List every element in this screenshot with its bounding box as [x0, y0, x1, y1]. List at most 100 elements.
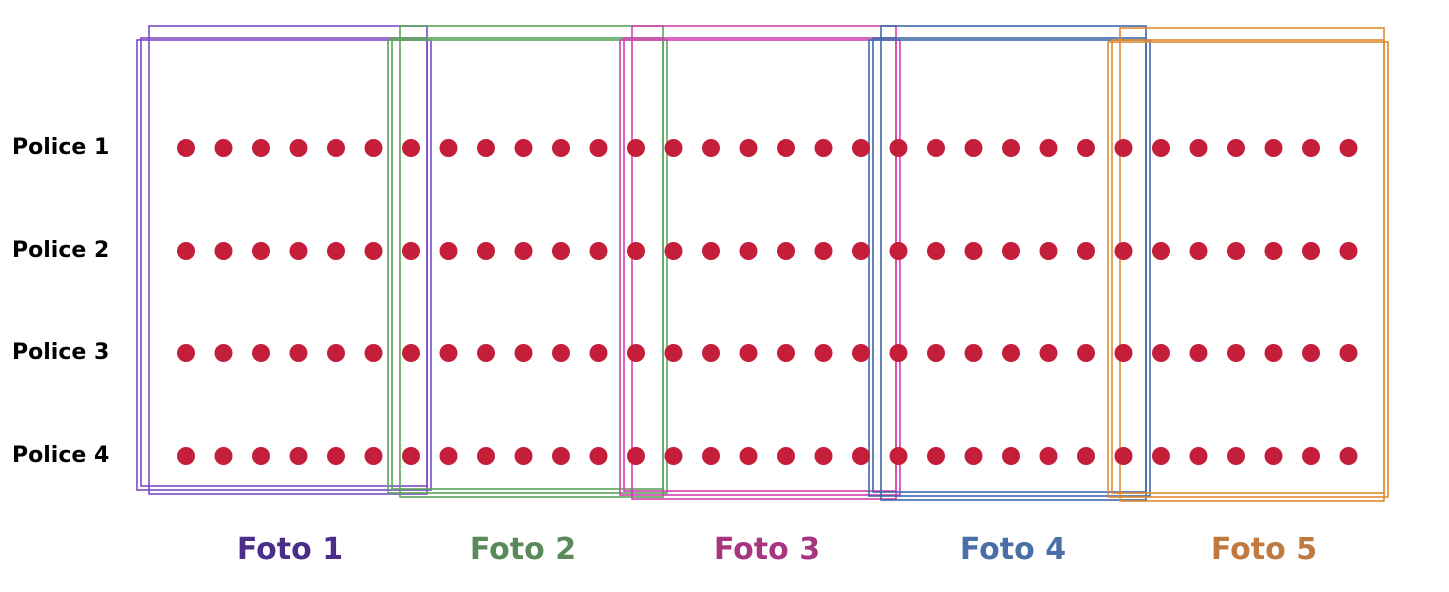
- dot-row3-19: [852, 344, 870, 362]
- dot-row1-12: [589, 139, 608, 157]
- dot-row4-3: [252, 447, 270, 465]
- dot-row4-11: [552, 447, 570, 465]
- dot-row2-11: [552, 242, 570, 260]
- dot-row2-10: [514, 242, 533, 260]
- foto-label-1: Foto 1: [236, 532, 344, 567]
- dot-row4-4: [289, 447, 308, 465]
- dot-row2-30: [1264, 242, 1283, 260]
- dot-row2-24: [1039, 242, 1058, 260]
- photo-frame-1: [136, 25, 432, 495]
- dot-row3-2: [214, 344, 233, 362]
- photo-frame-2-outline-a: [391, 37, 664, 490]
- dot-row1-28: [1189, 139, 1208, 157]
- dot-row3-27: [1152, 344, 1170, 362]
- photo-frame-4-outline-a: [872, 37, 1147, 493]
- photo-frame-3: [619, 25, 901, 500]
- dot-row2-6: [364, 242, 383, 260]
- row-label-police-3: Police 3: [12, 340, 110, 365]
- dot-row4-8: [439, 447, 458, 465]
- foto-label-5: Foto 5: [1210, 532, 1318, 567]
- dot-row2-25: [1077, 242, 1095, 260]
- dot-row3-24: [1039, 344, 1058, 362]
- row-label-police-1: Police 1: [12, 135, 110, 160]
- foto-label-4: Foto 4: [959, 532, 1067, 567]
- dot-row1-16: [739, 139, 758, 157]
- dot-row3-7: [402, 344, 420, 362]
- dot-row4-24: [1039, 447, 1058, 465]
- dot-grid: [177, 139, 1358, 465]
- dot-row2-17: [777, 242, 795, 260]
- dot-row2-13: [627, 242, 645, 260]
- dot-row4-22: [964, 447, 983, 465]
- dot-row2-22: [964, 242, 983, 260]
- dot-row3-9: [477, 344, 495, 362]
- dot-row1-26: [1114, 139, 1133, 157]
- dot-row1-5: [327, 139, 345, 157]
- photo-frames: [136, 25, 1389, 502]
- dot-row3-18: [814, 344, 833, 362]
- dot-row3-29: [1227, 344, 1245, 362]
- dot-row1-21: [927, 139, 945, 157]
- dot-row3-31: [1302, 344, 1320, 362]
- dot-row4-31: [1302, 447, 1320, 465]
- dot-row3-17: [777, 344, 795, 362]
- dot-row1-30: [1264, 139, 1283, 157]
- dot-row2-9: [477, 242, 495, 260]
- photo-frame-4: [868, 25, 1151, 501]
- dot-row3-21: [927, 344, 945, 362]
- dot-row1-6: [364, 139, 383, 157]
- dot-row2-20: [889, 242, 908, 260]
- dot-row1-3: [252, 139, 270, 157]
- photo-frame-5-outline-a: [1111, 39, 1385, 494]
- photo-frame-1-outline-a: [140, 37, 428, 487]
- dot-row1-8: [439, 139, 458, 157]
- dot-row3-4: [289, 344, 308, 362]
- dot-row2-21: [927, 242, 945, 260]
- dot-row4-13: [627, 447, 645, 465]
- dot-row2-7: [402, 242, 420, 260]
- dot-row4-15: [702, 447, 720, 465]
- dot-row4-26: [1114, 447, 1133, 465]
- dot-row4-19: [852, 447, 870, 465]
- dot-row1-10: [514, 139, 533, 157]
- dot-row4-14: [664, 447, 683, 465]
- photo-frame-4-outline-c: [868, 39, 1151, 497]
- dot-row1-13: [627, 139, 645, 157]
- dot-row1-18: [814, 139, 833, 157]
- dot-row2-1: [177, 242, 195, 260]
- photo-frame-2-outline-c: [387, 39, 668, 494]
- dot-row3-25: [1077, 344, 1095, 362]
- dot-row3-11: [552, 344, 570, 362]
- dot-row1-25: [1077, 139, 1095, 157]
- dot-row3-10: [514, 344, 533, 362]
- dot-row1-22: [964, 139, 983, 157]
- row-label-police-2: Police 2: [12, 238, 110, 263]
- dot-row1-32: [1339, 139, 1358, 157]
- dot-row2-23: [1002, 242, 1020, 260]
- dot-row2-29: [1227, 242, 1245, 260]
- dot-row4-9: [477, 447, 495, 465]
- dot-row4-32: [1339, 447, 1358, 465]
- dot-row1-2: [214, 139, 233, 157]
- photo-frame-5-outline-b: [1119, 27, 1385, 502]
- dot-row1-11: [552, 139, 570, 157]
- dot-row4-29: [1227, 447, 1245, 465]
- dot-row4-21: [927, 447, 945, 465]
- dot-row1-29: [1227, 139, 1245, 157]
- dot-row1-19: [852, 139, 870, 157]
- dot-row3-15: [702, 344, 720, 362]
- dot-row3-22: [964, 344, 983, 362]
- dot-row1-1: [177, 139, 195, 157]
- foto-label-3: Foto 3: [713, 532, 821, 567]
- dot-row4-30: [1264, 447, 1283, 465]
- dot-row2-32: [1339, 242, 1358, 260]
- dot-row1-7: [402, 139, 420, 157]
- dot-row4-10: [514, 447, 533, 465]
- dot-row1-9: [477, 139, 495, 157]
- dot-row4-1: [177, 447, 195, 465]
- photo-frame-2-outline-b: [399, 25, 664, 498]
- dot-row3-30: [1264, 344, 1283, 362]
- dot-row2-14: [664, 242, 683, 260]
